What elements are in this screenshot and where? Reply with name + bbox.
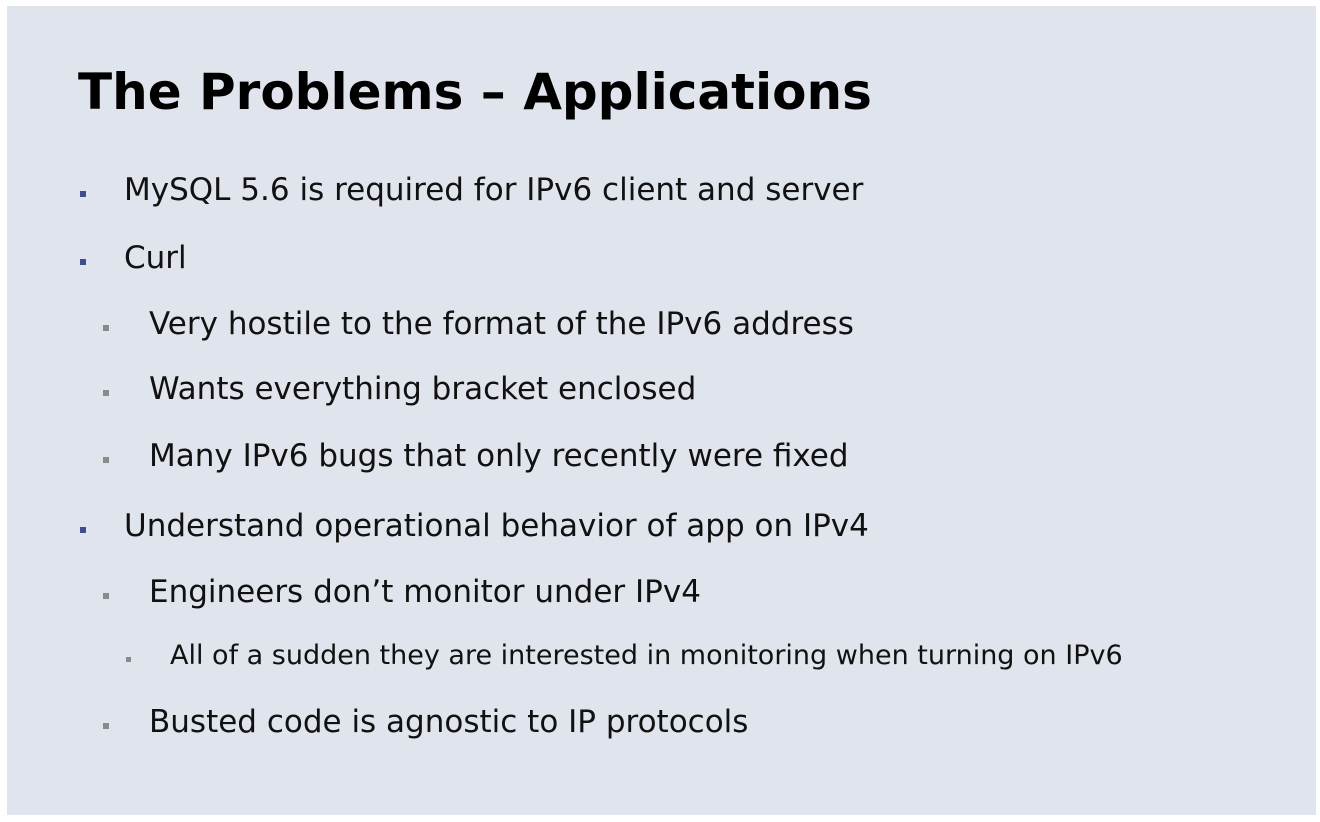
square-bullet-icon xyxy=(80,191,86,197)
bullet-text: Wants everything bracket enclosed xyxy=(149,371,697,407)
square-bullet-icon xyxy=(103,723,109,729)
square-bullet-icon xyxy=(80,527,86,533)
bullet-text: Many IPv6 bugs that only recently were f… xyxy=(149,438,849,474)
bullet-text: MySQL 5.6 is required for IPv6 client an… xyxy=(124,172,864,208)
slide-title: The Problems – Applications xyxy=(78,63,872,121)
square-bullet-icon xyxy=(103,390,109,396)
square-bullet-icon xyxy=(103,325,109,331)
bullet-text: All of a sudden they are interested in m… xyxy=(170,640,1123,671)
bullet-text: Very hostile to the format of the IPv6 a… xyxy=(149,306,854,342)
bullet-text: Busted code is agnostic to IP protocols xyxy=(149,704,749,740)
slide: The Problems – Applications MySQL 5.6 is… xyxy=(7,6,1316,815)
square-bullet-icon xyxy=(103,593,109,599)
bullet-text: Curl xyxy=(124,240,187,276)
square-bullet-icon xyxy=(80,259,86,265)
square-bullet-icon xyxy=(126,657,131,662)
bullet-text: Understand operational behavior of app o… xyxy=(124,508,869,544)
square-bullet-icon xyxy=(103,457,109,463)
bullet-text: Engineers don’t monitor under IPv4 xyxy=(149,574,701,610)
